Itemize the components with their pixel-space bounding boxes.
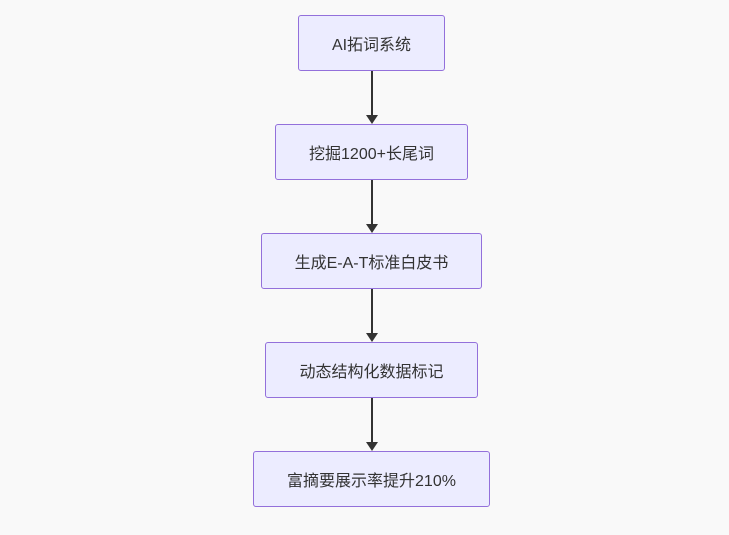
edge-line [370, 398, 373, 442]
edge-line [370, 180, 373, 224]
arrowhead-down-icon [365, 224, 378, 233]
flow-node: 富摘要展示率提升210% [253, 451, 490, 507]
flow-node-label: AI拓词系统 [331, 37, 412, 54]
flow-node-label: 动态结构化数据标记 [299, 364, 444, 381]
edge-line [370, 71, 373, 115]
flow-node-label: 挖掘1200+长尾词 [309, 146, 434, 163]
arrowhead-down-icon [365, 115, 378, 124]
flow-edge-arrow [365, 71, 378, 124]
arrowhead-down-icon [365, 333, 378, 342]
flow-edge-arrow [365, 180, 378, 233]
flow-node-label: 富摘要展示率提升210% [287, 473, 456, 490]
flow-node-label: 生成E-A-T标准白皮书 [294, 255, 449, 272]
flow-edge-arrow [365, 289, 378, 342]
flow-node: 生成E-A-T标准白皮书 [260, 233, 483, 289]
flow-node: AI拓词系统 [297, 15, 446, 71]
flow-node: 挖掘1200+长尾词 [275, 124, 468, 180]
arrowhead-down-icon [365, 442, 378, 451]
flow-node: 动态结构化数据标记 [265, 342, 478, 398]
flow-edge-arrow [365, 398, 378, 451]
edge-line [370, 289, 373, 333]
